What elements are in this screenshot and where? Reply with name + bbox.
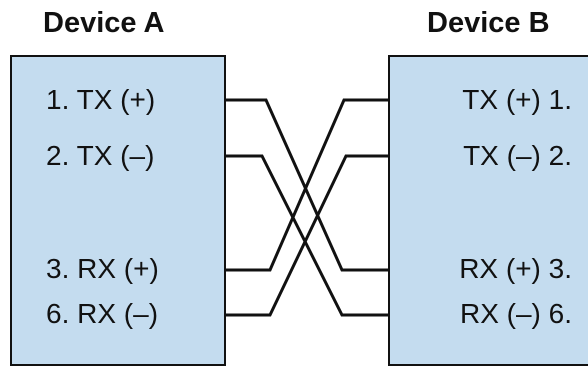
- wire-a6-to-b2: [226, 154, 388, 317]
- wire-a2-to-b6: [226, 154, 388, 317]
- device-b-box: [388, 55, 588, 366]
- device-a-pin-1-label: 1. TX (+): [46, 84, 156, 115]
- device-a-pin-6-label: 6. RX (–): [46, 298, 159, 329]
- device-a-pin-2-label: 2. TX (–): [46, 140, 155, 171]
- wire-a3-to-b1: [226, 98, 388, 272]
- device-b-pin-1-label: TX (+) 1.: [462, 84, 572, 115]
- device-a-box: [10, 55, 226, 366]
- wire-a1-to-b3: [226, 98, 388, 272]
- device-a-title: Device A: [43, 7, 165, 39]
- device-b-pin-2-label: TX (–) 2.: [463, 140, 572, 171]
- device-b-pin-6-label: RX (–) 6.: [459, 298, 572, 329]
- device-b-title: Device B: [427, 7, 550, 39]
- device-a-pin-3-label: 3. RX (+): [46, 253, 159, 284]
- device-b-pin-3-label: RX (+) 3.: [459, 253, 572, 284]
